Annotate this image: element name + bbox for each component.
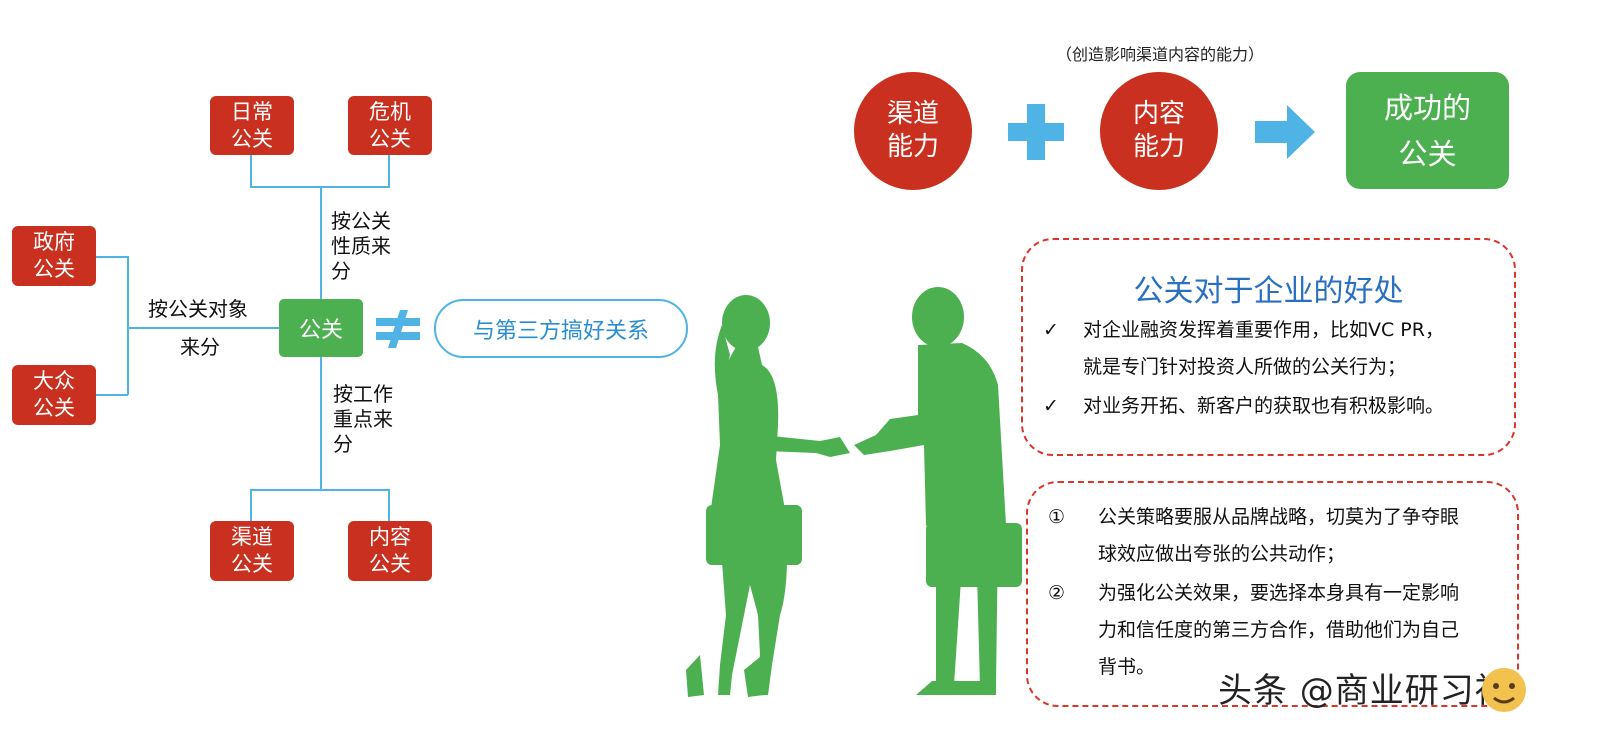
result-label: 成功的	[1383, 90, 1471, 125]
caution-line: 为强化公关效果，要选择本身具有一定影响	[1098, 582, 1460, 604]
label-line: 按公关对象	[148, 297, 248, 321]
node-label: 内容	[369, 525, 411, 549]
label-line: 分	[333, 432, 353, 456]
check-icon: ✓	[1043, 319, 1059, 341]
channel-ability-circle: 渠道 能力	[854, 72, 972, 190]
benefits-box: 公关对于企业的好处 ✓ 对企业融资发挥着重要作用，比如VC PR， 就是专门针对…	[1021, 238, 1516, 456]
benefits-title: 公关对于企业的好处	[1133, 274, 1404, 309]
not-equal-icon	[374, 310, 422, 348]
benefit-text: 对业务开拓、新客户的获取也有积极影响。	[1083, 388, 1444, 425]
label-line: 按公关	[331, 209, 391, 233]
node-label: 公关	[231, 126, 273, 151]
check-icon: ✓	[1043, 395, 1059, 417]
number-one-icon: ①	[1048, 506, 1066, 528]
caution-line: 背书。	[1098, 656, 1156, 678]
node-label: 大众	[33, 369, 75, 393]
benefit-line: 就是专门针对投资人所做的公关行为；	[1083, 356, 1407, 378]
plus-icon	[1008, 104, 1064, 160]
node-content-pr: 内容 公关	[348, 521, 432, 581]
caution-text: 公关策略要服从品牌战略，切莫为了争夺眼 球效应做出夸张的公共动作；	[1098, 499, 1459, 573]
result-label: 公关	[1398, 136, 1457, 171]
label-line: 来分	[180, 335, 220, 359]
center-node-pr: 公关	[279, 299, 363, 357]
connector-line	[388, 154, 390, 187]
node-label: 渠道	[231, 525, 273, 549]
caution-line: 球效应做出夸张的公共动作；	[1098, 543, 1346, 565]
center-label: 公关	[298, 318, 343, 343]
content-ability-circle: 内容 能力	[1100, 72, 1218, 190]
label-by-work-focus: 按工作 重点来 分	[333, 382, 393, 457]
node-label: 政府	[33, 230, 75, 254]
circle-label: 能力	[886, 132, 939, 162]
label-by-object: 按公关对象 来分	[148, 297, 248, 360]
connector-line	[250, 186, 390, 188]
caution-line: 力和信任度的第三方合作，借助他们为自己	[1098, 619, 1460, 641]
number-two-icon: ②	[1048, 582, 1066, 604]
benefit-text: 对企业融资发挥着重要作用，比如VC PR， 就是专门针对投资人所做的公关行为；	[1083, 312, 1444, 386]
circle-label: 内容	[1132, 99, 1185, 129]
connector-line	[320, 186, 322, 300]
connector-line	[388, 489, 390, 522]
node-label: 危机	[369, 99, 411, 124]
connector-line	[250, 489, 252, 522]
connector-line	[95, 256, 128, 258]
node-label: 日常	[231, 99, 273, 124]
circle-label: 渠道	[886, 99, 939, 129]
node-channel-pr: 渠道 公关	[210, 521, 294, 581]
business-people-icon	[686, 287, 1022, 697]
connector-line	[127, 256, 129, 395]
node-label: 公关	[369, 552, 411, 576]
connector-line	[250, 154, 252, 187]
watermark: 头条 @商业研习社	[1218, 671, 1510, 711]
benefit-item: ✓ 对企业融资发挥着重要作用，比如VC PR， 就是专门针对投资人所做的公关行为…	[1043, 312, 1503, 386]
node-daily-pr: 日常 公关	[210, 96, 294, 155]
handshake-silhouette	[680, 285, 1025, 710]
third-party-relations: 与第三方搞好关系	[434, 299, 688, 358]
node-government-pr: 政府 公关	[12, 226, 96, 286]
label-line: 性质来	[331, 234, 391, 258]
caution-line: 公关策略要服从品牌战略，切莫为了争夺眼	[1098, 506, 1460, 528]
caution-item: ② 为强化公关效果，要选择本身具有一定影响 力和信任度的第三方合作，借助他们为自…	[1048, 575, 1508, 689]
node-label: 公关	[369, 126, 411, 151]
formula-note: （创造影响渠道内容的能力）	[1056, 45, 1265, 64]
benefit-line: 对企业融资发挥着重要作用，比如VC PR，	[1083, 319, 1444, 341]
node-crisis-pr: 危机 公关	[348, 96, 432, 155]
connector-line	[250, 489, 390, 491]
label-by-nature: 按公关 性质来 分	[331, 209, 391, 284]
node-label: 公关	[231, 552, 273, 576]
caution-text: 为强化公关效果，要选择本身具有一定影响 力和信任度的第三方合作，借助他们为自己 …	[1098, 575, 1459, 686]
mascot-icon	[1478, 660, 1530, 716]
connector-line	[95, 394, 128, 396]
circle-label: 能力	[1132, 132, 1185, 162]
benefit-item: ✓ 对业务开拓、新客户的获取也有积极影响。	[1043, 388, 1503, 425]
caution-item: ① 公关策略要服从品牌战略，切莫为了争夺眼 球效应做出夸张的公共动作；	[1048, 499, 1508, 575]
cautions-box: ① 公关策略要服从品牌战略，切莫为了争夺眼 球效应做出夸张的公共动作； ② 为强…	[1026, 481, 1519, 707]
node-label: 公关	[33, 257, 75, 281]
node-public-pr: 大众 公关	[12, 365, 96, 425]
label-line: 按工作	[333, 382, 393, 406]
successful-pr-box: 成功的 公关	[1346, 72, 1509, 189]
connector-line	[127, 327, 280, 329]
benefit-line: 对业务开拓、新客户的获取也有积极影响。	[1083, 395, 1445, 417]
label-line: 分	[331, 259, 351, 283]
label-line: 重点来	[333, 407, 393, 431]
node-label: 公关	[33, 396, 75, 420]
third-party-label: 与第三方搞好关系	[472, 318, 649, 344]
connector-line	[320, 357, 322, 490]
arrow-right-icon	[1255, 105, 1315, 159]
